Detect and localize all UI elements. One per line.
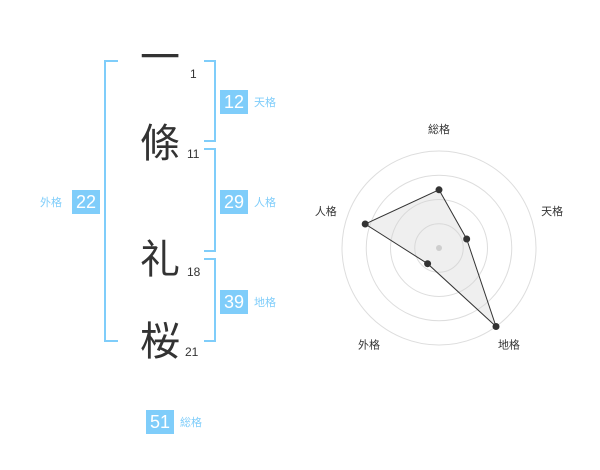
tenkaku-bracket [204,60,216,142]
radar-axis-label-2: 天格 [541,204,563,218]
name-char-2: 條 [140,121,180,167]
radar-point-5 [361,220,369,228]
radar-center [436,245,442,251]
chikaku-bracket [204,258,216,342]
stroke-count-2: 11 [187,147,200,161]
radar-axis-label-4: 外格 [358,337,380,351]
name-char-3: 礼 [140,237,180,283]
radar-ring-1 [414,223,464,273]
radar-point-1 [435,186,443,194]
radar-axis-label-1: 総格 [428,122,450,136]
radar-ring-4 [341,150,537,346]
radar-point-4 [424,260,432,268]
soukaku-value: 51 [146,410,174,434]
tenkaku-label: 天格 [254,96,276,109]
radar-point-3 [492,322,500,330]
radar-axis-label-3: 地格 [498,337,520,351]
jinkaku-label: 人格 [254,196,276,209]
radar-point-2 [463,235,471,243]
gaikaku-label: 外格 [40,196,62,209]
name-char-1: 一 [140,35,180,81]
gaikaku-bracket [104,60,118,342]
chikaku-value: 39 [220,290,248,314]
stroke-count-1: 1 [190,67,197,81]
radar-ring-2 [390,199,488,297]
jinkaku-bracket [204,148,216,252]
tenkaku-value: 12 [220,90,248,114]
stroke-count-3: 18 [187,265,201,279]
stroke-count-4: 21 [185,345,199,359]
radar-axis-label-5: 人格 [315,204,337,218]
radar-ring-3 [365,174,513,322]
jinkaku-value: 29 [220,190,248,214]
soukaku-label: 総格 [180,416,202,429]
chikaku-label: 地格 [254,296,276,309]
name-char-4: 桜 [140,319,180,365]
gaikaku-value: 22 [72,190,100,214]
radar-series-area [364,189,497,327]
